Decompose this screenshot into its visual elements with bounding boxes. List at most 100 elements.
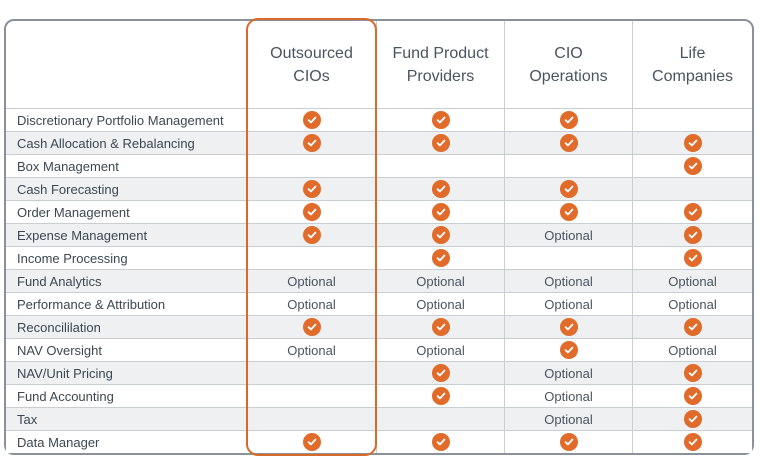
table-row: Reconcililation <box>6 315 752 338</box>
table-cell <box>504 316 632 338</box>
comparison-table: Outsourced CIOs Fund Product Providers C… <box>6 21 752 453</box>
checkmark-icon <box>683 318 702 336</box>
table-cell <box>376 178 504 200</box>
table-cell <box>376 109 504 131</box>
checkmark-icon <box>683 203 702 221</box>
checkmark-icon <box>431 180 450 198</box>
checkmark-icon <box>302 318 321 336</box>
table-cell <box>247 247 376 269</box>
column-header-fund-product-providers: Fund Product Providers <box>376 21 504 108</box>
checkmark-icon <box>559 318 578 336</box>
checkmark-icon <box>431 318 450 336</box>
checkmark-icon <box>559 111 578 129</box>
table-cell <box>247 408 376 430</box>
checkmark-icon <box>683 364 702 382</box>
table-cell <box>632 155 752 177</box>
row-label: Expense Management <box>17 227 148 243</box>
checkmark-icon <box>302 203 321 221</box>
table-cell <box>376 132 504 154</box>
table-cell <box>504 109 632 131</box>
table-cell <box>632 247 752 269</box>
checkmark-icon <box>683 410 702 428</box>
optional-text: Optional <box>544 273 593 289</box>
row-label: Performance & Attribution <box>17 296 166 312</box>
row-label: Discretionary Portfolio Management <box>17 112 224 128</box>
checkmark-icon <box>431 111 450 129</box>
checkmark-icon <box>431 433 450 451</box>
checkmark-icon <box>302 134 321 152</box>
checkmark-icon <box>683 157 702 175</box>
table-cell <box>247 224 376 246</box>
table-cell <box>376 224 504 246</box>
table-cell <box>247 385 376 407</box>
table-cell <box>504 155 632 177</box>
table-cell <box>247 362 376 384</box>
optional-text: Optional <box>544 296 593 312</box>
optional-text: Optional <box>287 296 336 312</box>
optional-text: Optional <box>416 296 465 312</box>
optional-text: Optional <box>668 296 717 312</box>
table-row: Cash Forecasting <box>6 177 752 200</box>
checkmark-icon <box>559 134 578 152</box>
table-row: Order Management <box>6 200 752 223</box>
checkmark-icon <box>683 134 702 152</box>
optional-text: Optional <box>668 342 717 358</box>
table-row: Box Management <box>6 154 752 177</box>
row-label: NAV/Unit Pricing <box>17 365 113 381</box>
row-label: NAV Oversight <box>17 342 103 358</box>
table-row: Tax Optional <box>6 407 752 430</box>
checkmark-icon <box>302 111 321 129</box>
table-cell <box>632 224 752 246</box>
table-row: Income Processing <box>6 246 752 269</box>
table-row: Performance & Attribution Optional Optiona… <box>6 292 752 315</box>
table-cell: Optional <box>376 270 504 292</box>
checkmark-icon <box>683 226 702 244</box>
table-cell <box>632 408 752 430</box>
table-cell <box>632 385 752 407</box>
table-header: Outsourced CIOs Fund Product Providers C… <box>6 21 752 108</box>
optional-text: Optional <box>668 273 717 289</box>
table-row: Cash Allocation & Rebalancing <box>6 131 752 154</box>
table-cell: Optional <box>504 385 632 407</box>
table-cell <box>376 201 504 223</box>
table-cell: Optional <box>504 362 632 384</box>
table-cell <box>247 201 376 223</box>
table-cell <box>504 339 632 361</box>
row-label: Cash Allocation & Rebalancing <box>17 135 195 151</box>
checkmark-icon <box>559 180 578 198</box>
row-label: Reconcililation <box>17 319 101 335</box>
table-cell <box>632 132 752 154</box>
table-cell: Optional <box>632 270 752 292</box>
checkmark-icon <box>302 433 321 451</box>
row-label: Income Processing <box>17 250 128 266</box>
row-label: Data Manager <box>17 434 100 450</box>
table-cell <box>504 132 632 154</box>
checkmark-icon <box>302 226 321 244</box>
table-cell <box>632 362 752 384</box>
optional-text: Optional <box>287 342 336 358</box>
table-cell <box>376 316 504 338</box>
table-cell: Optional <box>504 293 632 315</box>
table-cell: Optional <box>376 293 504 315</box>
table-cell <box>504 201 632 223</box>
table-cell: Optional <box>504 408 632 430</box>
table-cell: Optional <box>632 339 752 361</box>
row-label: Cash Forecasting <box>17 181 119 197</box>
table-cell <box>632 178 752 200</box>
row-label: Tax <box>17 411 38 427</box>
table-cell <box>632 109 752 131</box>
checkmark-icon <box>559 433 578 451</box>
table-cell <box>376 247 504 269</box>
table-cell: Optional <box>504 224 632 246</box>
table-cell <box>504 247 632 269</box>
row-label: Box Management <box>17 158 119 174</box>
table-cell <box>632 431 752 453</box>
row-label: Order Management <box>17 204 130 220</box>
checkmark-icon <box>559 341 578 359</box>
table-row: NAV/Unit Pricing Optional <box>6 361 752 384</box>
table-cell <box>632 316 752 338</box>
table-cell <box>632 201 752 223</box>
row-label: Fund Analytics <box>17 273 102 289</box>
